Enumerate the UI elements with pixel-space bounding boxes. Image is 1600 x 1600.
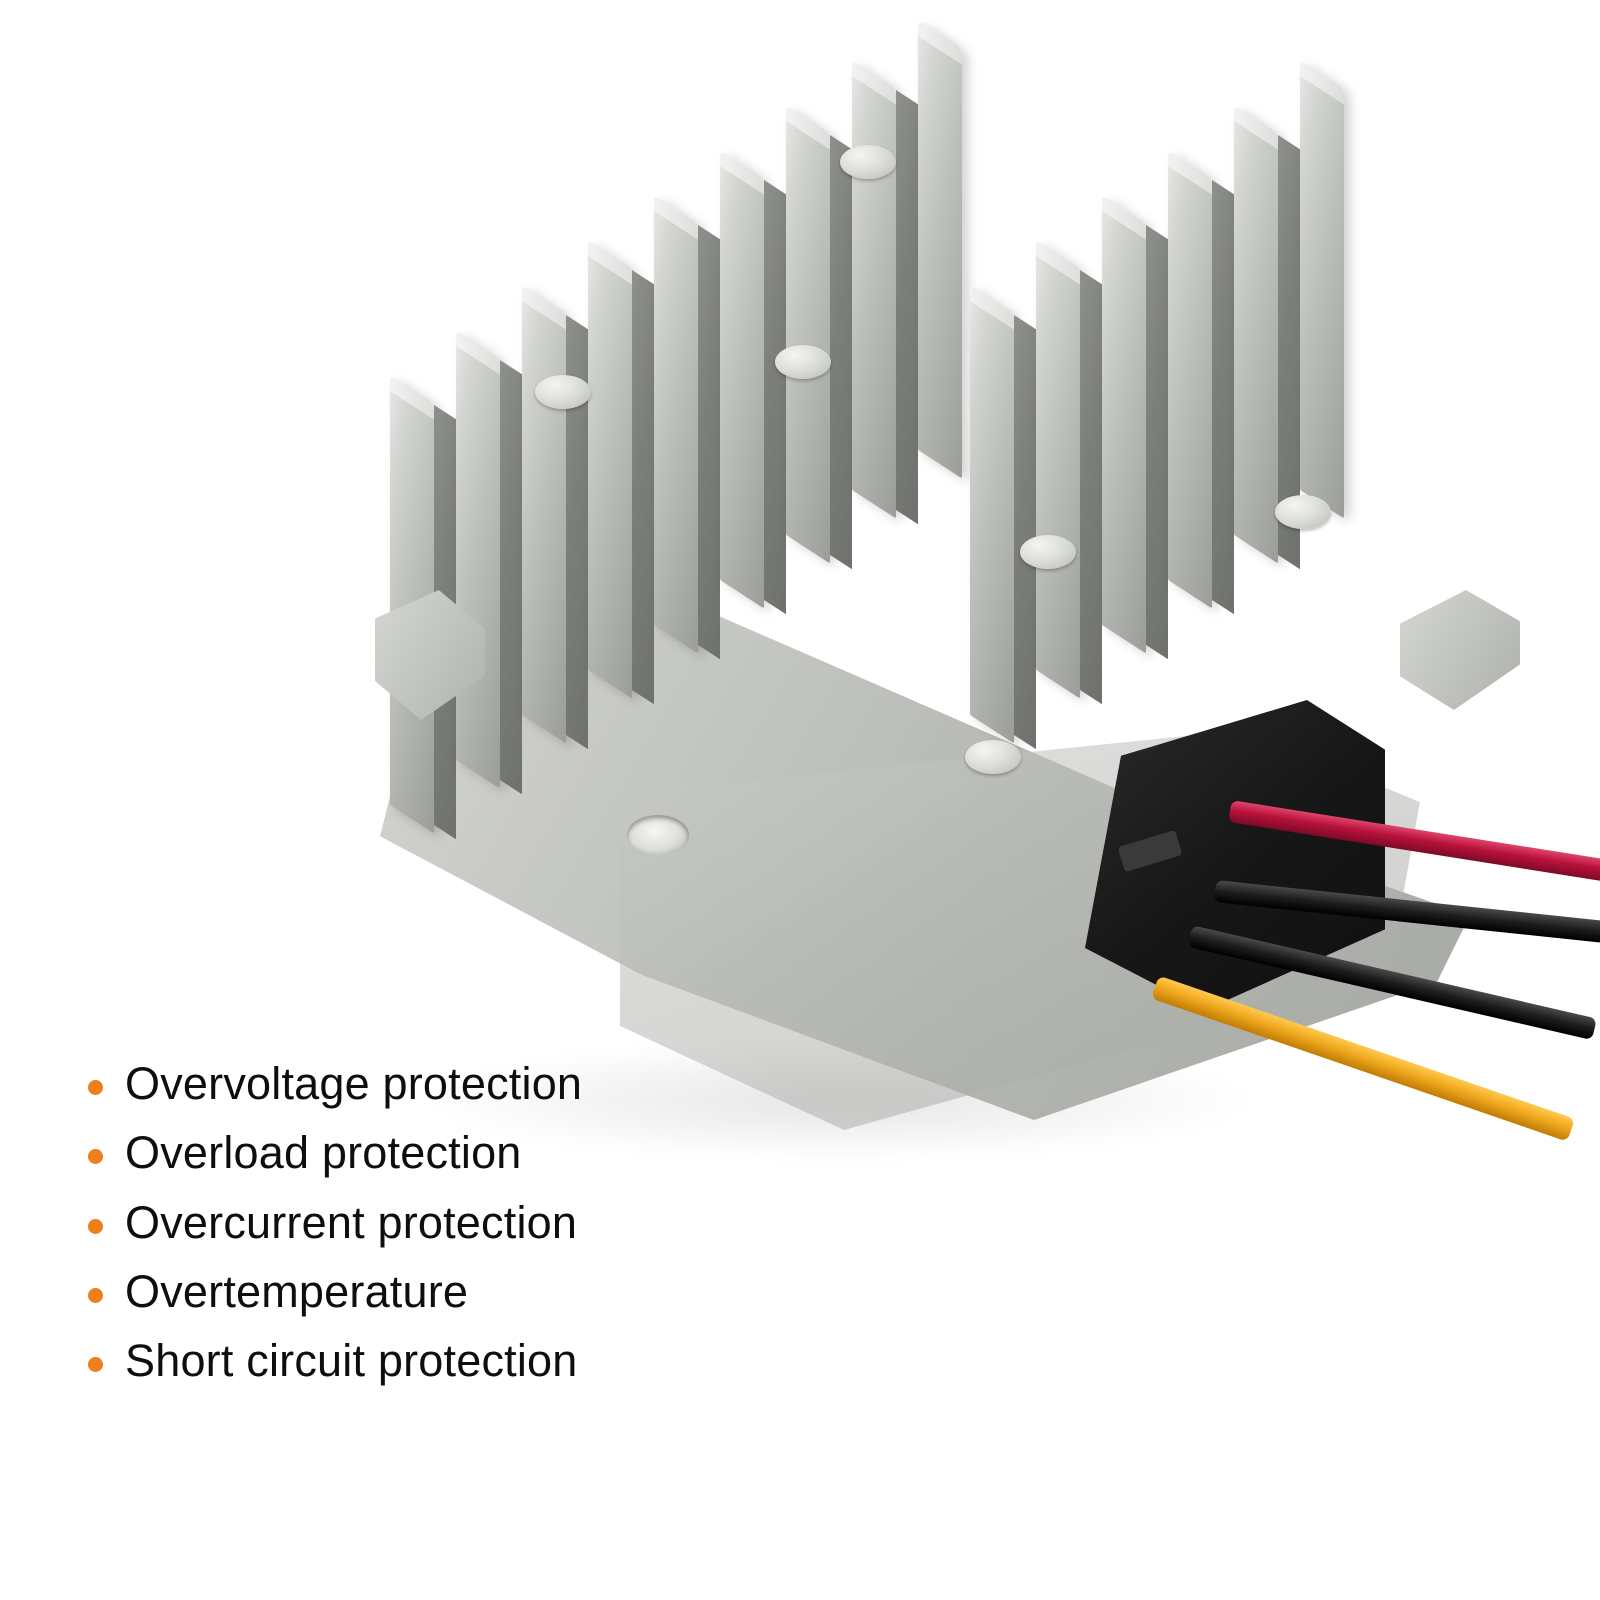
list-item: Short circuit protection	[88, 1337, 848, 1384]
voltage-converter-module	[370, 20, 1520, 1150]
screw-boss-2	[775, 345, 831, 379]
list-item: Overcurrent protection	[88, 1196, 848, 1248]
feature-label: Overcurrent protection	[125, 1196, 578, 1248]
feature-label: Overvoltage protection	[125, 1058, 583, 1109]
screw-boss-4	[1020, 535, 1076, 569]
list-item: Overtemperature	[88, 1265, 848, 1317]
feature-list: Overvoltage protection Overload protecti…	[88, 1060, 848, 1406]
list-item: Overload protection	[88, 1127, 848, 1179]
bullet-icon	[88, 1218, 103, 1234]
list-item: Overvoltage protection	[88, 1060, 848, 1107]
screw-boss-6	[965, 740, 1021, 774]
feature-label: Overload protection	[125, 1127, 522, 1179]
feature-label: Short circuit protection	[125, 1335, 578, 1386]
bullet-icon	[88, 1149, 103, 1165]
bullet-icon	[88, 1080, 103, 1095]
mounting-hole	[627, 815, 689, 855]
bullet-icon	[88, 1287, 103, 1303]
feature-label: Overtemperature	[125, 1265, 469, 1317]
screw-boss-3	[840, 145, 896, 179]
screw-boss-1	[535, 375, 591, 409]
bullet-icon	[88, 1357, 103, 1372]
screw-boss-5	[1275, 495, 1331, 529]
